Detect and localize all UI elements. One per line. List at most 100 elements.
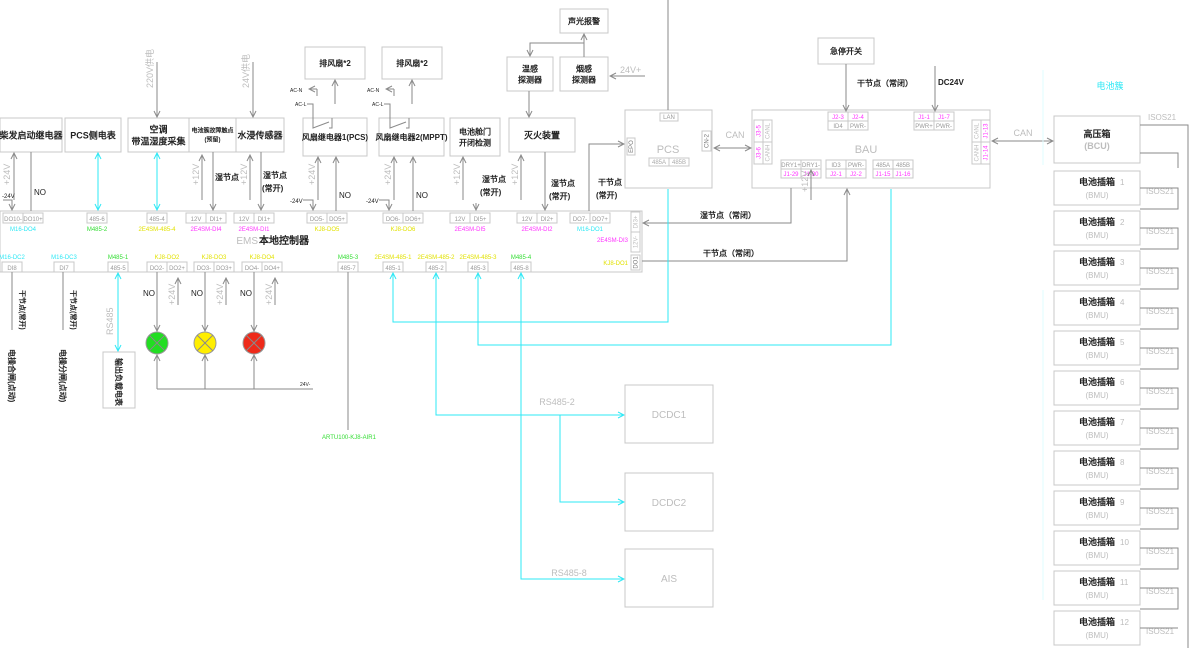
port-label: ID4 xyxy=(833,124,843,130)
dcdc1-box[interactable]: DCDC1 xyxy=(624,384,714,444)
terminal-bottom-10[interactable]: 485-8 M485-4 xyxy=(510,255,532,273)
port-label: DO4+ xyxy=(264,266,280,272)
port-label: 12V xyxy=(191,217,202,223)
indicator-lamp-yellow xyxy=(193,331,217,355)
bmu-index: 2 xyxy=(1120,218,1125,227)
port-label: J1-29 xyxy=(783,172,799,178)
air-conditioner-box-frame xyxy=(127,117,190,153)
port-label: DO7+ xyxy=(592,217,608,223)
isos-label: ISOS21 xyxy=(1146,627,1175,636)
terminal-top-5[interactable]: DO5-DO5+KJ8-DO5 xyxy=(306,212,348,233)
isos-label: ISOS21 xyxy=(1146,347,1175,356)
terminal-top-6[interactable]: DO6-DO6+KJ8-DO6 xyxy=(382,212,424,233)
port-label: J3-5 xyxy=(757,125,763,137)
cluster-fault-contact-box[interactable]: 电池簇故障触点(预留) xyxy=(188,117,237,153)
terminal-code: KJ8-DO2 xyxy=(155,255,180,261)
terminal-top-9[interactable]: DO7-DO7+M16-DO1 xyxy=(569,212,611,233)
bmu-sub: (BMU) xyxy=(1085,511,1108,520)
emergency-stop-box[interactable]: 急停开关 xyxy=(817,37,875,65)
audible-visual-alarm-box[interactable]: 声光报警 xyxy=(559,8,609,34)
label: AC-L xyxy=(372,102,384,108)
terminal-bottom-5[interactable]: DO4-DO4+KJ8-DO4 xyxy=(241,255,283,273)
dcdc2-box[interactable]: DCDC2 xyxy=(624,472,714,532)
terminal-code: KJ8-DO1 xyxy=(603,261,628,267)
port-label: 485A xyxy=(876,163,890,169)
port-label: DO5- xyxy=(310,217,324,223)
exhaust-fan-2-box-label: 排风扇*2 xyxy=(396,58,428,68)
ems-prefix: EMS xyxy=(236,236,258,247)
load-meter-box[interactable]: 输出负载电表 xyxy=(102,351,136,409)
door-detect-box-label: 电池舱门 xyxy=(459,127,491,137)
ais-box[interactable]: AIS xyxy=(624,548,714,608)
terminal-bottom-4[interactable]: DO3-DO3+KJ8-DO3 xyxy=(193,255,235,273)
chain-wire xyxy=(1140,387,1179,410)
exhaust-fan-2-box[interactable]: 排风扇*2 xyxy=(381,46,443,80)
exhaust-fan-1-box[interactable]: 排风扇*2 xyxy=(304,46,366,80)
label: (常开) xyxy=(549,191,571,201)
terminal-code: M16-DO4 xyxy=(10,227,37,233)
port-label: DO6- xyxy=(386,217,400,223)
label: DC24V xyxy=(938,78,964,87)
label: 电操分闸(点动) xyxy=(58,349,68,403)
high-voltage-box[interactable]: 高压箱(BCU) xyxy=(1053,115,1141,164)
bmu-frame xyxy=(1053,210,1141,246)
bmu-frame xyxy=(1053,330,1141,366)
fan-relay-1-box[interactable]: 风扇继电器1(PCS) xyxy=(302,117,369,157)
terminal-bottom-3[interactable]: DO2-DO2+KJ8-DO2 xyxy=(146,255,188,273)
bmu-frame xyxy=(1053,370,1141,406)
fan-relay-2-box[interactable]: 风扇继电器2(MPPT) xyxy=(376,117,448,157)
label: +12V xyxy=(452,164,462,185)
port-label: 485-1 xyxy=(385,266,401,272)
terminal-side[interactable]: DI3+12V-2E4SM-DI3 xyxy=(597,211,641,253)
wire xyxy=(406,118,410,129)
bmu-name: 电池插箱 xyxy=(1079,256,1115,267)
label: RS485-2 xyxy=(539,397,575,407)
pcs-meter-box[interactable]: PCS侧电表 xyxy=(64,117,122,153)
port-cell xyxy=(53,261,75,273)
cluster-return-wire xyxy=(1140,124,1189,648)
wire xyxy=(329,118,333,129)
fire-suppression-box[interactable]: 灭火装置 xyxy=(508,117,576,153)
bmu-index: 7 xyxy=(1120,418,1125,427)
bmu-name: 电池插箱 xyxy=(1079,336,1115,347)
port-cell xyxy=(847,120,869,131)
label: (常开) xyxy=(596,190,618,200)
terminal-code: M485-3 xyxy=(338,255,359,261)
water-sensor-box[interactable]: 水浸传感器 xyxy=(235,117,285,153)
terminal-code: M485-4 xyxy=(511,255,532,261)
diesel-relay-box[interactable]: 柴发启动继电器 xyxy=(0,117,63,153)
port-label: 485-8 xyxy=(513,266,529,272)
ais-box-frame xyxy=(624,548,714,608)
terminal-top-0[interactable]: DO10-DO10+M16-DO4 xyxy=(2,212,44,233)
bmu-index: 6 xyxy=(1120,378,1125,387)
